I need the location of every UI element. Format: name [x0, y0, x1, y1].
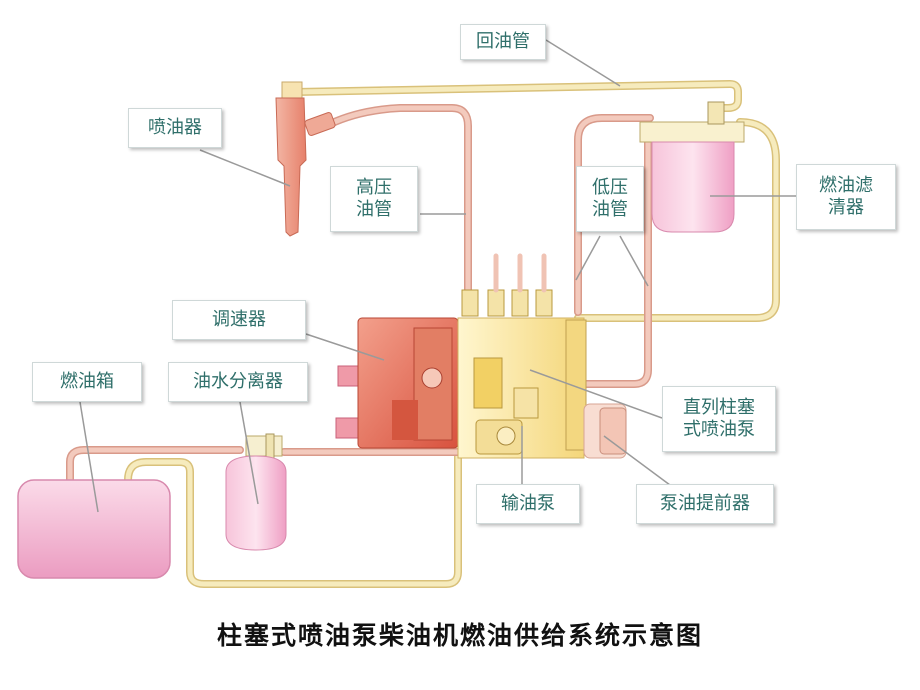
- label-inline-pump: 直列柱塞 式喷油泵: [662, 386, 776, 452]
- water-separator-shape: [225, 433, 287, 551]
- label-advance-device: 泵油提前器: [636, 484, 774, 524]
- leader-return-pipe: [545, 39, 621, 87]
- leader-separator: [239, 401, 259, 505]
- leader-inline-pump: [529, 369, 663, 419]
- label-high-pressure-pipe: 高压 油管: [330, 166, 418, 232]
- leader-low-pressure-b: [619, 235, 649, 287]
- inline-pump-shape: [457, 253, 587, 459]
- label-return-pipe: 回油管: [460, 24, 546, 60]
- leader-governor: [305, 333, 385, 361]
- label-fuel-tank: 燃油箱: [32, 362, 142, 402]
- governor-shape: [335, 317, 459, 449]
- label-water-separator: 油水分离器: [168, 362, 308, 402]
- advance-device-shape: [583, 403, 627, 459]
- fuel-filter-shape: [639, 101, 745, 233]
- diagram-caption: 柱塞式喷油泵柴油机燃油供给系统示意图: [216, 621, 703, 650]
- leader-advance: [603, 435, 675, 489]
- leader-injector: [199, 149, 291, 187]
- label-low-pressure-pipe: 低压 油管: [576, 166, 644, 232]
- fuel-tank-shape: [17, 479, 171, 579]
- leader-fuel-tank: [79, 401, 99, 513]
- label-injector: 喷油器: [128, 108, 222, 148]
- leader-low-pressure-a: [575, 235, 601, 281]
- injector-shape: [275, 81, 336, 237]
- label-governor: 调速器: [172, 300, 306, 340]
- label-transfer-pump: 输油泵: [476, 484, 580, 524]
- label-fuel-filter: 燃油滤 清器: [796, 164, 896, 230]
